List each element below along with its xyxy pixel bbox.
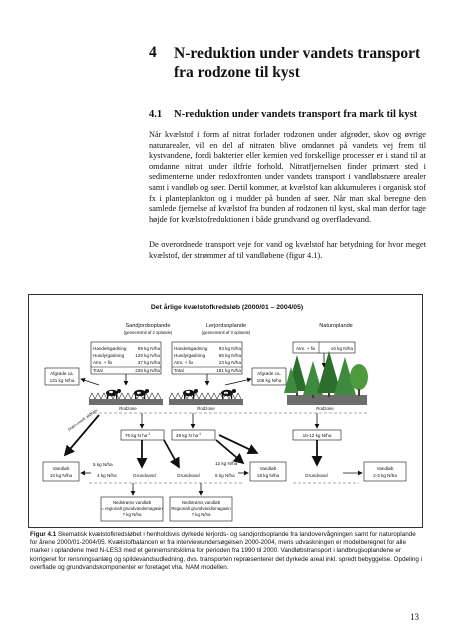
lerjord-groundwater-label: Grundvand (177, 473, 200, 478)
natur-groundwater-label: Grundvand (305, 473, 328, 478)
natur-atm-label: Atm. + fix (296, 346, 316, 351)
sandjord-subheading: (gennemsnit af 2 oplande) (124, 330, 173, 335)
cow-icon (221, 389, 236, 399)
svg-text:Regionalt grundvandsmagasin: Regionalt grundvandsmagasin (171, 506, 231, 511)
sandjord-stream-box: Vandløb 10 kg N/ha (42, 461, 80, 482)
sandjord-row-label: Handelsgødning (93, 346, 127, 351)
lerjord-row-value: 23 kg N/ha (219, 360, 242, 365)
lerjord-row-value: 65 kg N/ha (219, 353, 242, 358)
svg-text:10 kg N/ha: 10 kg N/ha (50, 473, 73, 478)
svg-text:131 kg N/ha: 131 kg N/ha (50, 378, 75, 383)
sandjord-row-label: Total (93, 368, 103, 373)
lerjord-subheading: (gennemsnit af 3 oplande) (202, 330, 251, 335)
chapter-number: 4 (149, 44, 157, 61)
lerjord-drain-value: 12 kg N/ha (215, 461, 238, 466)
sandjord-row-label: Atm. + fix (93, 360, 113, 365)
sandjord-row-value: 225 kg N/ha (135, 368, 160, 373)
sandjord-heading: Sandjordsoplande (125, 323, 170, 329)
svg-text:76 kg N ha-1: 76 kg N ha-1 (125, 432, 150, 438)
svg-text:Vandløb: Vandløb (377, 466, 394, 471)
sandjord-input-table: Handelsgødning 59 kg N/ha Husdyrgødning … (90, 341, 162, 375)
sandjord-downstream-box: Nedstrøms vandløb = regionalt grundvands… (100, 496, 164, 522)
rodzone-label-lerjord: Rodzone (197, 406, 215, 411)
lerjord-input-table: Handelsgødning 93 kg N/ha Husdyrgødning … (171, 341, 243, 375)
crop-field-lerjord (168, 392, 243, 405)
svg-text:Vandløb: Vandløb (53, 466, 70, 471)
sandjord-leaching-box: 76 kg N ha-1 (120, 429, 165, 441)
page-number: 13 (410, 612, 419, 622)
figure-caption: Figur 4.1 Skematisk kvælstofkredsløbet i… (30, 531, 423, 572)
lerjord-row-value: 181 kg N/ha (216, 368, 241, 373)
svg-text:Afgrøde ca.: Afgrøde ca. (50, 371, 74, 376)
caption-label: Figur 4.1 (30, 531, 57, 538)
svg-text:Vandløb: Vandløb (260, 466, 277, 471)
crop-field-sandjord (88, 392, 163, 405)
svg-text:Nedstrøms vandløb: Nedstrøms vandløb (182, 500, 221, 505)
chapter-title: N-reduktion under vandets transport fra … (174, 45, 421, 81)
natur-input-box: Atm. + fix 16 kg N/ha (292, 341, 356, 354)
sandjord-crop-box: Afgrøde ca. 131 kg N/ha (44, 367, 80, 386)
sandjord-groundwater-value: 4 kg N/ha (97, 473, 117, 478)
svg-text:2-3 kg N/ha: 2-3 kg N/ha (373, 473, 397, 478)
sandjord-groundwater-label: Grundvand (133, 473, 156, 478)
body-paragraph-1: Når kvælstof i form af nitrat forlader r… (149, 130, 426, 224)
lerjord-stream-box: Vandløb 18 kg N/ha (249, 461, 287, 482)
lerjord-heading: Lerjordsoplande (206, 323, 246, 329)
rodzone-label-natur: Rodzone (316, 406, 334, 411)
rodzone-label-sandjord: Rodzone (119, 406, 137, 411)
sandjord-row-value: 37 kg N/ha (138, 360, 161, 365)
lerjord-crop-box: Afgrøde ca. 106 kg N/ha (251, 367, 287, 386)
lerjord-row-value: 93 kg N/ha (219, 346, 242, 351)
svg-text:Nedstrøms vandløb: Nedstrøms vandløb (113, 500, 152, 505)
section-number: 4.1 (149, 109, 163, 120)
svg-text:10-12 kg N/ha: 10-12 kg N/ha (303, 433, 332, 438)
natur-stream-box: Vandløb 2-3 kg N/ha (363, 461, 407, 482)
lerjord-groundwater-value: 6 kg N/ha (215, 473, 235, 478)
lerjord-row-label: Atm. + fix (174, 360, 194, 365)
natur-heading: Naturoplande (319, 323, 353, 329)
cow-icon (183, 389, 198, 399)
svg-text:Afgrøde ca.: Afgrøde ca. (257, 371, 281, 376)
lerjord-row-label: Handelsgødning (174, 346, 208, 351)
figure-title: Det årlige kvælstofkredsløb (2000/01 – 2… (151, 303, 303, 311)
natur-atm-value: 16 kg N/ha (331, 346, 354, 351)
sandjord-drain-value: 5 kg N/ha (93, 462, 113, 467)
svg-text:? kg N/ha: ? kg N/ha (123, 512, 142, 517)
lerjord-row-label: Husdyrgødning (174, 353, 206, 358)
forest-icon (284, 351, 368, 405)
section-title: N-reduktion under vandets transport fra … (174, 109, 418, 120)
svg-text:49 kg N ha-1: 49 kg N ha-1 (176, 432, 201, 438)
lerjord-downstream-box: Nedstrøms vandløb Regionalt grundvandsma… (169, 496, 233, 522)
sandjord-row-label: Husdyrgødning (93, 353, 125, 358)
body-paragraph-2: De overordnede transport veje for vand o… (149, 240, 426, 260)
svg-text:? kg N/ha: ? kg N/ha (192, 512, 211, 517)
lerjord-leaching-box: 49 kg N ha-1 (171, 429, 216, 441)
natur-leaching-box: 10-12 kg N/ha (292, 429, 342, 441)
svg-text:18 kg N/ha: 18 kg N/ha (257, 473, 280, 478)
caption-text: Skematisk kvælstofkredsløbet i henholdsv… (30, 531, 423, 571)
sandjord-row-value: 59 kg N/ha (138, 346, 161, 351)
svg-text:106 kg N/ha: 106 kg N/ha (257, 378, 282, 383)
nitrogen-cycle-figure: Det årlige kvælstofkredsløb (2000/01 – 2… (28, 294, 423, 528)
svg-text:= regionalt grundvandsmagasin: = regionalt grundvandsmagasin (101, 506, 163, 511)
lerjord-row-label: Total (174, 368, 184, 373)
sandjord-row-value: 129 kg N/ha (135, 353, 160, 358)
